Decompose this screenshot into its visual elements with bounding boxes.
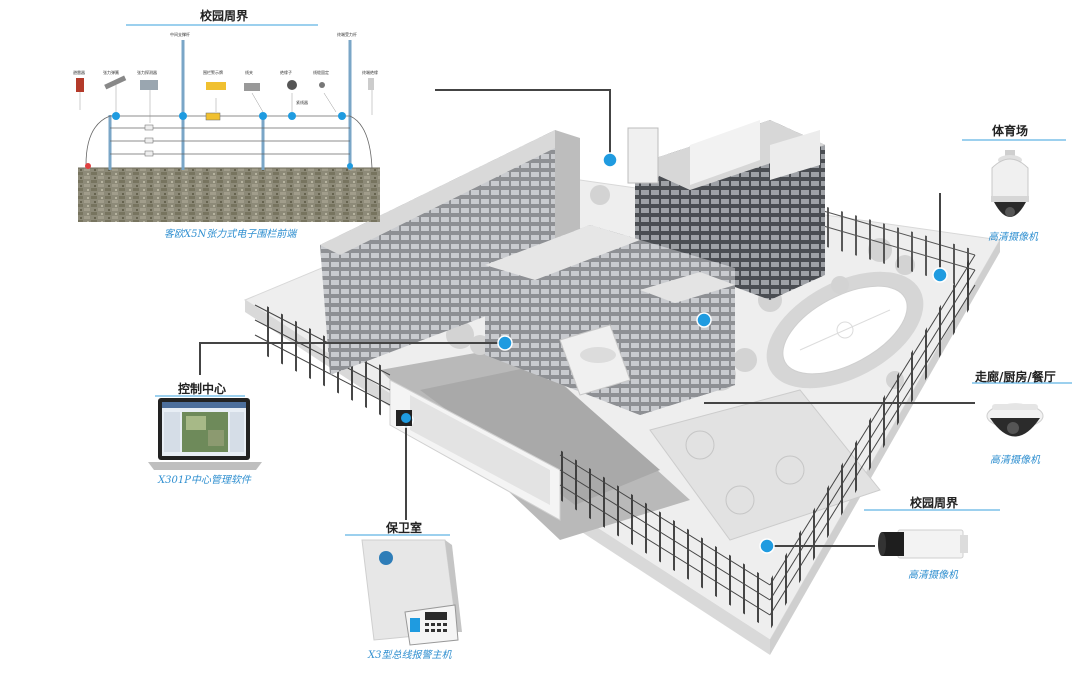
marker-dot <box>932 267 948 283</box>
corridor-caption: 高清摄像机 <box>990 455 1040 466</box>
brand-logo <box>379 551 393 565</box>
fence-part-label: 终端受力杆 <box>337 32 357 37</box>
lightning-arrester-icon <box>76 78 84 92</box>
laptop-icon <box>148 398 262 470</box>
tension-detector-icon <box>140 80 158 90</box>
wire-holder-icon <box>319 82 325 88</box>
alarm-panel-icon <box>361 539 462 646</box>
campus-model <box>243 120 1001 655</box>
fence-part-label: 绝缘子 <box>280 70 292 75</box>
line-frame-icon <box>244 83 260 91</box>
insulator-icon <box>287 80 297 90</box>
fence-inset-title: 校园周界 <box>200 9 249 23</box>
gym-caption: 高清摄像机 <box>988 232 1038 243</box>
perimeter-caption: 高清摄像机 <box>908 570 958 581</box>
fence-part-label: 围栏警示牌 <box>203 70 223 75</box>
guard-room-title: 保卫室 <box>386 521 423 535</box>
gym-title: 体育场 <box>992 124 1029 138</box>
fence-part-label: 避雷器 <box>73 70 85 75</box>
fence-part-label: 终端绝缘 <box>362 70 378 75</box>
terminal-insulator-icon <box>368 78 374 90</box>
fence-inset-caption: 客欧X5N张力式电子围栏前端 <box>164 229 297 240</box>
marker-dot <box>602 152 618 168</box>
fence-part-label: 中间支撑杆 <box>170 32 190 37</box>
control-center-title: 控制中心 <box>178 382 227 396</box>
fence-posts <box>108 40 352 170</box>
fence-part-label: 张力探测器 <box>137 70 157 75</box>
marker-dot <box>497 335 513 351</box>
fence-part-label: 线缆固定 <box>313 70 329 75</box>
marker-dot <box>759 538 775 554</box>
fence-part-label: 紧线器 <box>296 100 308 105</box>
fence-detail-inset <box>76 40 380 222</box>
stone-wall <box>78 168 380 222</box>
perimeter-title: 校园周界 <box>910 496 959 510</box>
callout-lines <box>199 89 975 547</box>
location-markers <box>396 152 948 554</box>
fence-component-icons <box>76 75 374 92</box>
box-camera-icon <box>878 529 968 559</box>
guard-room-caption: X3型总线报警主机 <box>368 650 452 661</box>
warning-sign-icon <box>206 82 226 90</box>
dome-camera-icon <box>986 403 1044 437</box>
fence-part-label: 线夹 <box>245 70 253 75</box>
control-center-caption: X301P中心管理软件 <box>158 475 251 486</box>
tension-spring-icon <box>104 75 127 90</box>
speed-dome-camera-icon <box>991 150 1029 217</box>
marker-dot <box>696 312 712 328</box>
fence-part-label: 张力弹簧 <box>103 70 119 75</box>
corridor-title: 走廊/厨房/餐厅 <box>975 370 1056 384</box>
fence-wires <box>85 115 373 169</box>
